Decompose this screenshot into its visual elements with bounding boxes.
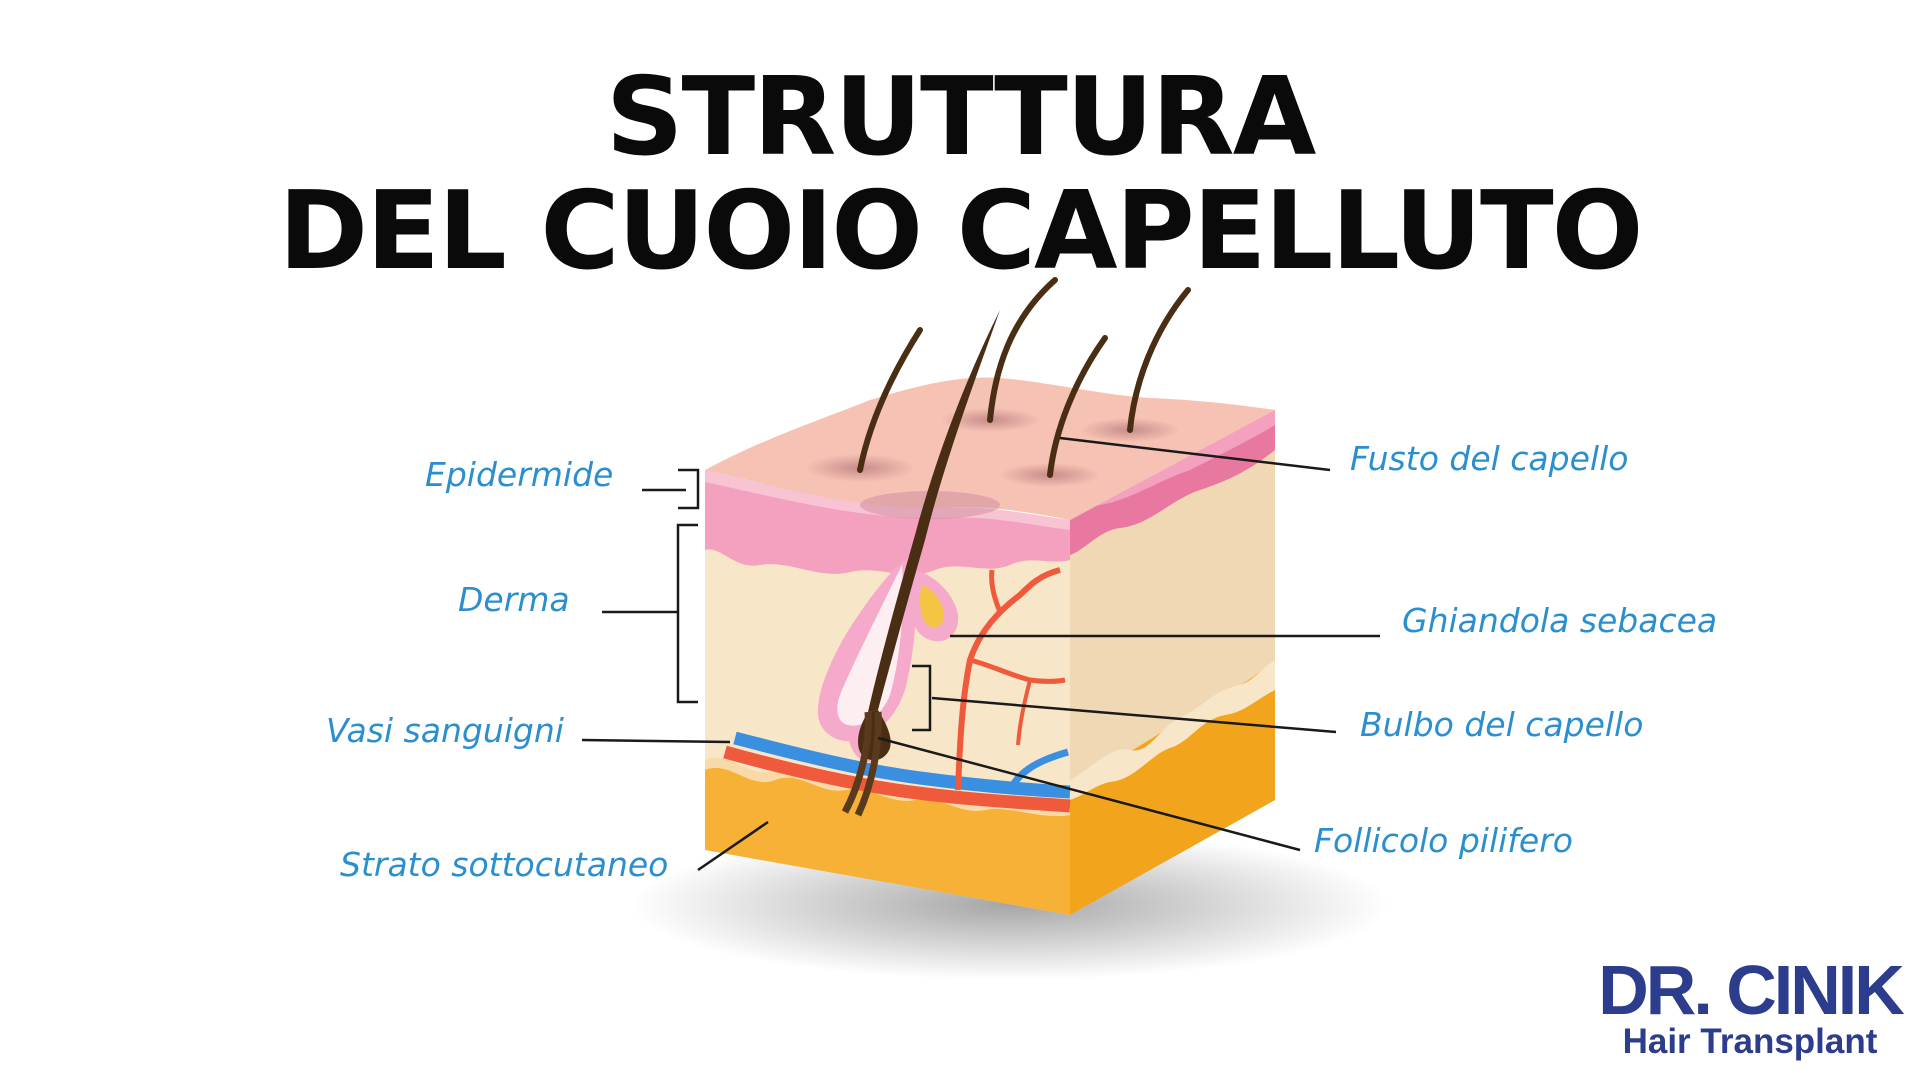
label-ghiandola-sebacea: Ghiandola sebacea [1402, 601, 1718, 640]
vein [733, 731, 1071, 799]
brand-logo-subtitle: Hair Transplant [1622, 1022, 1878, 1061]
label-derma: Derma [458, 580, 570, 619]
hair-shaft [857, 327, 923, 473]
brand-logo-name: DR. CINIK [1598, 951, 1905, 1029]
sebaceous-gland [911, 570, 959, 642]
bracket-epidermide [678, 468, 700, 510]
hair-shaft [1127, 287, 1191, 433]
label-fusto-del-capello: Fusto del capello [1350, 439, 1629, 478]
title-line-1: STRUTTURA [605, 55, 1317, 180]
blood-vessels [723, 567, 1071, 813]
label-epidermide: Epidermide [425, 455, 614, 494]
subcutaneous-layer [705, 767, 1070, 915]
label-bulbo-del-capello: Bulbo del capello [1360, 705, 1644, 744]
hair-shaft [987, 277, 1058, 423]
vein-branch [1006, 748, 1069, 792]
bracket-bulbo [912, 664, 932, 732]
hair-shaft-main [868, 310, 1000, 712]
hairs [841, 277, 1191, 817]
label-vasi-sanguigni: Vasi sanguigni [326, 711, 564, 750]
label-strato-sottocutaneo: Strato sottocutaneo [340, 845, 669, 884]
artery [723, 745, 1071, 813]
bracket-derma [676, 523, 698, 704]
title-line-2: DEL CUOIO CAPELLUTO [278, 169, 1644, 294]
label-follicolo-pilifero: Follicolo pilifero [1314, 821, 1573, 860]
hair-shaft [1047, 335, 1108, 478]
leader-lines [581, 436, 1380, 872]
